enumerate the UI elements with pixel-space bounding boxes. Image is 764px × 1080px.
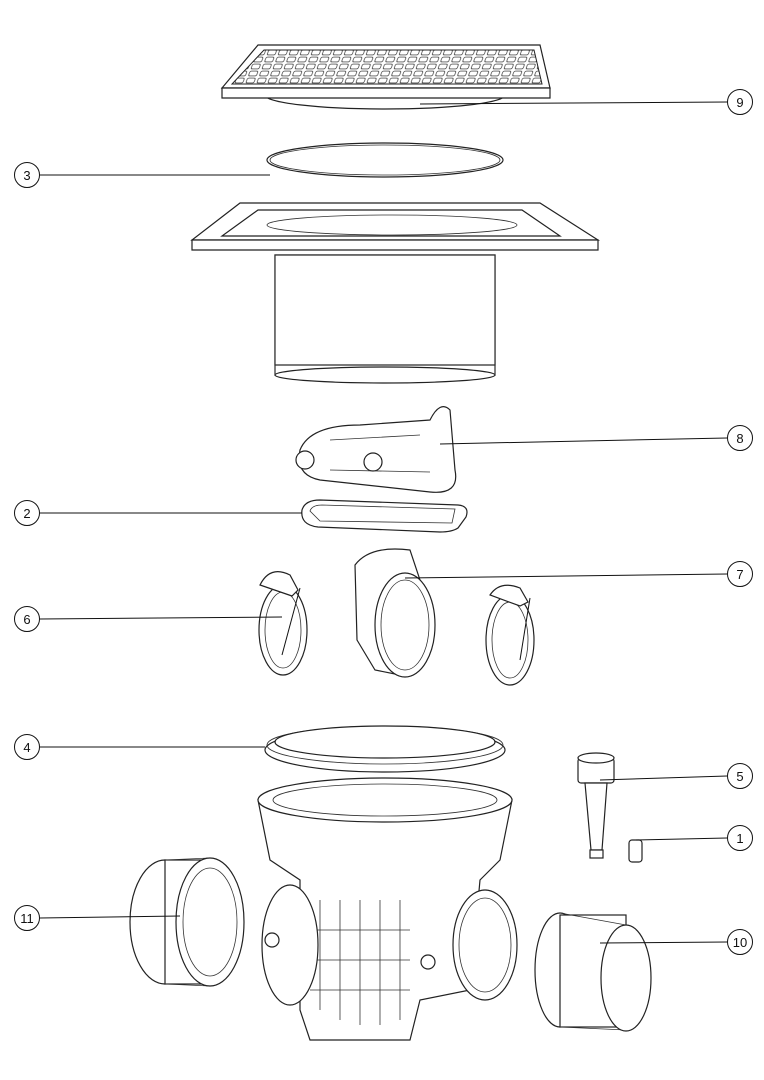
callout-3: 3 xyxy=(14,162,40,188)
leader-lines xyxy=(39,101,728,944)
part-valve-housing xyxy=(354,548,436,678)
part-base-body xyxy=(257,777,518,1041)
part-clip-right xyxy=(485,584,535,686)
part-plug xyxy=(577,752,615,859)
part-adapter-left xyxy=(129,857,245,987)
part-seal-ring xyxy=(264,725,506,773)
callout-9: 9 xyxy=(727,89,753,115)
callout-10: 10 xyxy=(727,929,753,955)
part-pin xyxy=(628,839,643,863)
callout-2: 2 xyxy=(14,500,40,526)
part-frame xyxy=(190,202,601,384)
callout-7: 7 xyxy=(727,561,753,587)
part-grate xyxy=(220,44,551,110)
part-clip-left xyxy=(258,571,308,676)
callout-5: 5 xyxy=(727,763,753,789)
callout-4: 4 xyxy=(14,734,40,760)
part-valve-mechanism xyxy=(295,406,457,493)
callout-1: 1 xyxy=(727,825,753,851)
part-o-ring xyxy=(266,142,504,178)
part-adapter-right xyxy=(534,912,652,1032)
callout-11: 11 xyxy=(14,905,40,931)
callout-6: 6 xyxy=(14,606,40,632)
part-gasket xyxy=(301,499,468,533)
callout-8: 8 xyxy=(727,425,753,451)
